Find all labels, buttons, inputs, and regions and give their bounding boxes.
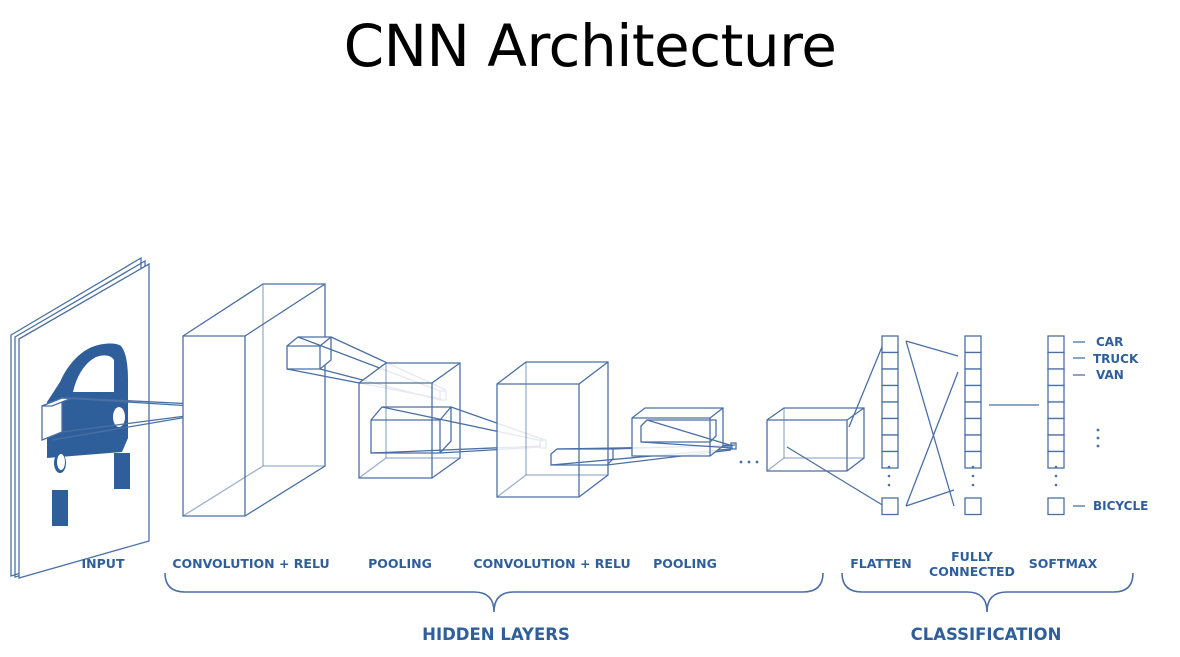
- fully-connected-cell: [964, 351, 982, 370]
- ellipsis-dots: [739, 428, 1100, 487]
- fully-connected-cell: [964, 335, 982, 354]
- label-softmax: SOFTMAX: [1029, 556, 1098, 571]
- softmax-vector: [1047, 335, 1065, 516]
- pooling-volume-3: [766, 341, 885, 507]
- fully-connected-cell: [964, 368, 982, 387]
- softmax-cell: [1047, 417, 1065, 436]
- flatten-cell: [881, 351, 899, 370]
- softmax-cell: [1047, 351, 1065, 370]
- fully-connected-cell: [964, 401, 982, 420]
- pooling-volume-2: [631, 407, 737, 457]
- flatten-cell: [881, 417, 899, 436]
- dense-connections: [905, 340, 959, 507]
- softmax-cell: [1047, 335, 1065, 354]
- conv-relu-volume-1: [182, 283, 332, 517]
- label-conv-relu-1: CONVOLUTION + RELU: [172, 556, 329, 571]
- softmax-cell: [1047, 450, 1065, 469]
- label-flatten: FLATTEN: [850, 556, 912, 571]
- output-label-bicycle: BICYCLE: [1093, 499, 1148, 513]
- flatten-vector: [881, 335, 899, 516]
- flatten-cell: [881, 434, 899, 453]
- label-pooling-2: POOLING: [653, 556, 717, 571]
- softmax-cell: [1047, 401, 1065, 420]
- flatten-cell: [881, 384, 899, 403]
- fully-connected-last-cell: [964, 497, 982, 516]
- output-label-van: VAN: [1096, 368, 1124, 382]
- car-icon: [41, 343, 130, 526]
- output-dashes: [1073, 341, 1085, 507]
- softmax-last-cell: [1047, 497, 1065, 516]
- page-title: CNN Architecture: [343, 12, 837, 80]
- fully-connected-vector: [964, 335, 982, 516]
- flatten-cell: [881, 401, 899, 420]
- label-fully-connected-line1: FULLY: [951, 549, 994, 564]
- pooling-volume-1: [358, 362, 461, 479]
- flatten-cell: [881, 450, 899, 469]
- label-classification: CLASSIFICATION: [911, 625, 1062, 644]
- softmax-cell: [1047, 368, 1065, 387]
- label-fully-connected-line2: CONNECTED: [929, 564, 1015, 579]
- fully-connected-cell: [964, 417, 982, 436]
- label-conv-relu-2: CONVOLUTION + RELU: [473, 556, 630, 571]
- output-label-truck: TRUCK: [1093, 352, 1139, 366]
- flatten-cell: [881, 368, 899, 387]
- softmax-cell: [1047, 384, 1065, 403]
- fully-connected-cell: [964, 450, 982, 469]
- fully-connected-cell: [964, 434, 982, 453]
- softmax-cell: [1047, 434, 1065, 453]
- classification-brace: [841, 572, 1134, 613]
- label-hidden-layers: HIDDEN LAYERS: [422, 625, 570, 644]
- flatten-last-cell: [881, 497, 899, 516]
- conv-relu-volume-2: [496, 361, 614, 498]
- label-pooling-1: POOLING: [368, 556, 432, 571]
- fully-connected-cell: [964, 384, 982, 403]
- flatten-cell: [881, 335, 899, 354]
- hidden-layers-brace: [164, 572, 824, 613]
- output-label-car: CAR: [1096, 335, 1123, 349]
- label-input: INPUT: [82, 556, 125, 571]
